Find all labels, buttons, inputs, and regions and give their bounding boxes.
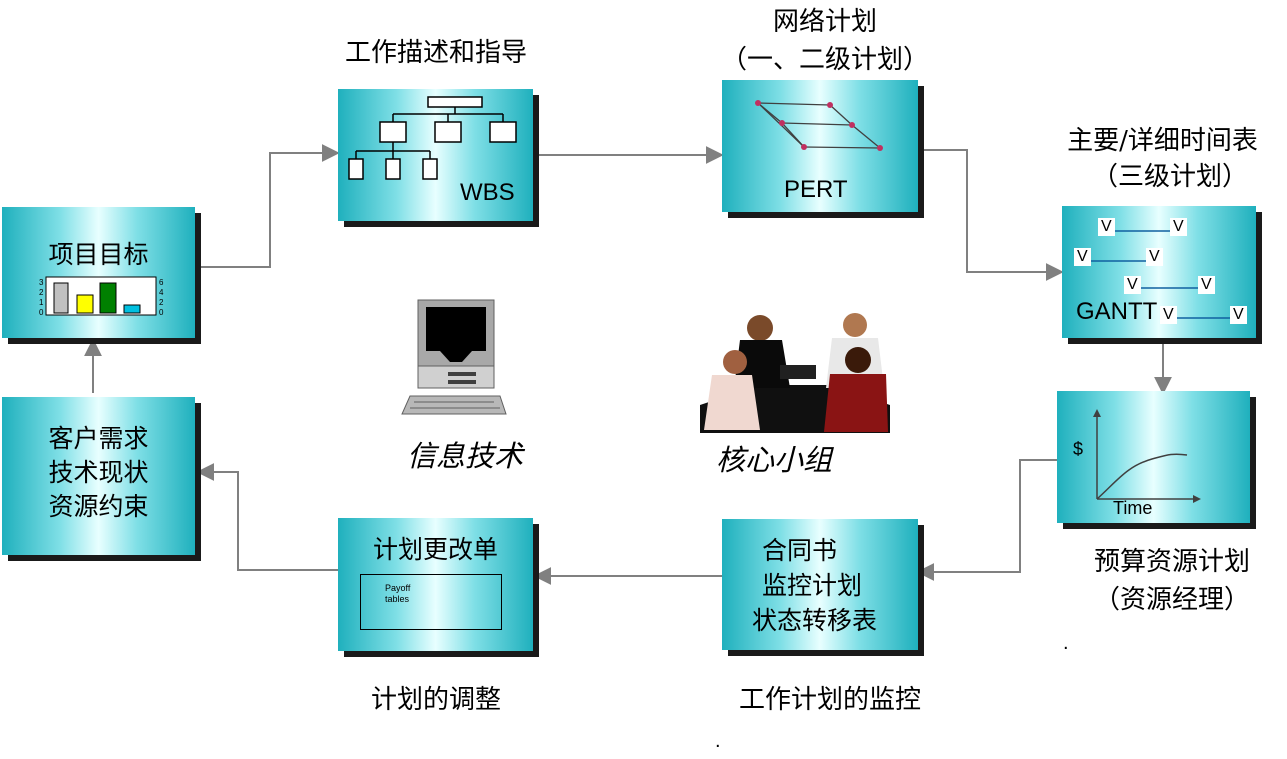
monitor-line1: 合同书 <box>762 536 838 565</box>
pert-box: PERT <box>722 80 918 212</box>
pert-caption-line1: 网络计划 <box>772 7 877 37</box>
change-box: 计划更改单 Payoff tables <box>338 518 533 651</box>
gantt-caption-line1: 主要/详细时间表 <box>1067 126 1258 156</box>
gantt-marker: V <box>1146 248 1163 266</box>
budget-axis-y: $ <box>1073 439 1084 459</box>
gantt-marker: V <box>1160 306 1177 324</box>
monitor-caption: 工作计划的监控 <box>738 685 921 715</box>
svg-text:6: 6 <box>159 278 164 287</box>
svg-text:3: 3 <box>39 278 44 287</box>
goal-box: 项目目标 3 2 1 0 6 4 2 0 <box>2 207 195 338</box>
svg-text:1: 1 <box>39 298 44 307</box>
wbs-box: WBS <box>338 89 533 221</box>
change-caption: 计划的调整 <box>370 685 501 715</box>
gantt-marker: V <box>1074 248 1091 266</box>
monitor-line3: 状态转移表 <box>752 606 878 635</box>
pert-caption-line2: （一、二级计划） <box>720 45 929 75</box>
monitor-dot: . <box>715 730 721 752</box>
svg-text:0: 0 <box>159 308 164 317</box>
payoff-line2: tables <box>385 594 410 604</box>
pert-network-icon <box>755 100 883 151</box>
gantt-marker: V <box>1098 218 1115 236</box>
change-title: 计划更改单 <box>372 535 498 564</box>
monitor-line2: 监控计划 <box>762 571 863 600</box>
budget-axis-x: Time <box>1113 498 1153 518</box>
arrow-change-to-customer <box>196 463 338 571</box>
customer-box: 客户需求 技术现状 资源约束 <box>2 397 195 555</box>
budget-dot: . <box>1063 632 1069 654</box>
svg-text:2: 2 <box>39 288 44 297</box>
change-payoff-table: Payoff tables <box>360 574 502 630</box>
arrow-budget-to-monitor <box>916 459 1057 581</box>
gantt-box: V V V V V V V V GANTT <box>1062 206 1256 338</box>
it-label: 信息技术 <box>407 439 524 473</box>
svg-text:2: 2 <box>159 298 164 307</box>
team-label: 核心小组 <box>716 443 833 477</box>
wbs-tree-icon <box>348 96 517 180</box>
gantt-bars-icon <box>1090 230 1232 319</box>
customer-line1: 客户需求 <box>48 424 149 453</box>
svg-text:4: 4 <box>159 288 164 297</box>
gantt-marker: V <box>1124 276 1141 294</box>
wbs-label: WBS <box>460 179 515 206</box>
payoff-line1: Payoff <box>385 583 411 593</box>
svg-text:0: 0 <box>39 308 44 317</box>
arrow-pert-to-gantt <box>918 149 1064 281</box>
monitor-box: 合同书 监控计划 状态转移表 <box>722 519 918 650</box>
pert-label: PERT <box>784 176 848 203</box>
gantt-marker: V <box>1230 306 1247 324</box>
customer-line2: 技术现状 <box>48 458 149 487</box>
arrow-goal-to-wbs <box>197 144 340 268</box>
gantt-marker: V <box>1170 218 1187 236</box>
gantt-caption-line2: （三级计划） <box>1091 162 1248 192</box>
customer-line3: 资源约束 <box>48 492 149 521</box>
goal-label: 项目目标 <box>48 240 149 269</box>
goal-bar-chart-icon: 3 2 1 0 6 4 2 0 <box>39 276 164 317</box>
gantt-label: GANTT <box>1076 298 1158 325</box>
budget-caption-line1: 预算资源计划 <box>1093 547 1250 577</box>
budget-curve-icon <box>1093 409 1201 503</box>
budget-caption-line2: （资源经理） <box>1093 585 1250 615</box>
wbs-caption: 工作描述和指导 <box>344 38 527 68</box>
budget-box: $ Time <box>1057 391 1250 523</box>
gantt-marker: V <box>1198 276 1215 294</box>
